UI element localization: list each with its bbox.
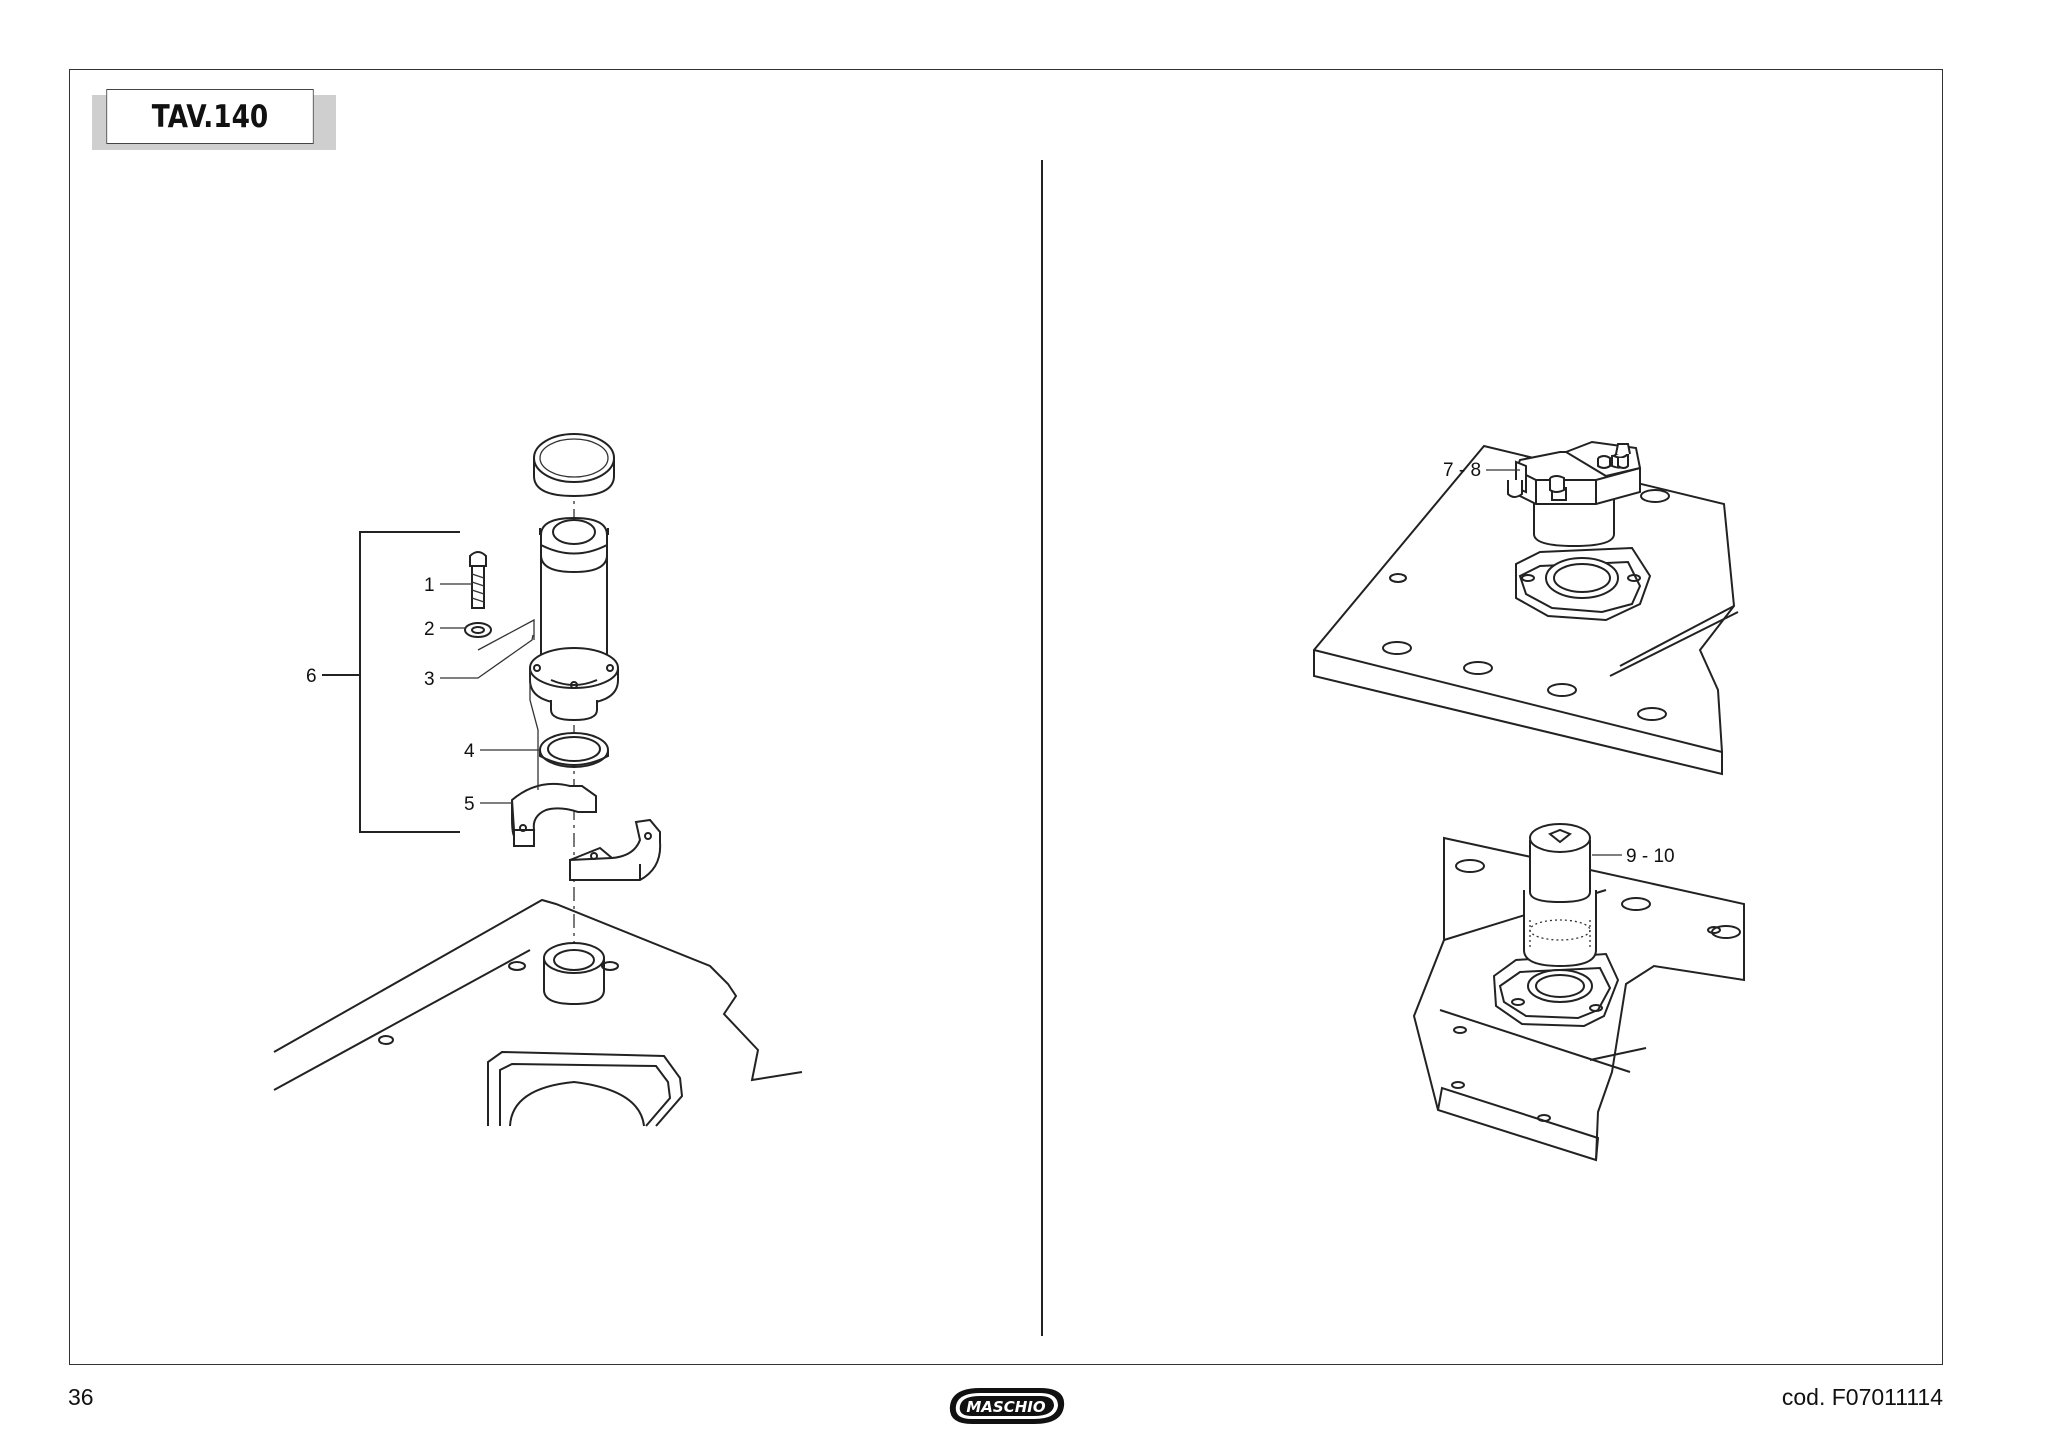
left-exploded-assembly: 1 2 3 4 5 6 bbox=[273, 433, 803, 1127]
brand-logo: MASCHIO bbox=[949, 1388, 1065, 1424]
document-code: cod. F07011114 bbox=[1781, 1384, 1943, 1410]
left-base-plate bbox=[273, 898, 803, 1127]
right-bottom-assembly: 9 - 10 bbox=[1412, 823, 1745, 1162]
callout-5: 5 bbox=[464, 794, 475, 815]
washer-part bbox=[464, 622, 492, 638]
callout-9-10: 9 - 10 bbox=[1626, 846, 1675, 867]
right-top-assembly: 7 - 8 bbox=[1313, 440, 1739, 776]
page-number: 36 bbox=[68, 1384, 94, 1410]
top-cap-part bbox=[533, 433, 615, 498]
half-collar-part bbox=[510, 782, 662, 881]
table-label: TAV.140 bbox=[106, 89, 314, 144]
page-frame bbox=[69, 69, 1943, 1365]
callout-6: 6 bbox=[306, 666, 317, 687]
seal-ring-part bbox=[539, 732, 609, 768]
bolt-part bbox=[469, 551, 487, 609]
callout-2: 2 bbox=[424, 619, 435, 640]
callout-3: 3 bbox=[424, 669, 435, 690]
callout-7-8: 7 - 8 bbox=[1443, 460, 1481, 481]
center-divider bbox=[1041, 160, 1043, 1336]
callout-4: 4 bbox=[464, 741, 475, 762]
sleeve-pipe-part bbox=[529, 516, 619, 722]
brand-logo-text: MASCHIO bbox=[966, 1398, 1045, 1416]
callout-1: 1 bbox=[424, 575, 435, 596]
